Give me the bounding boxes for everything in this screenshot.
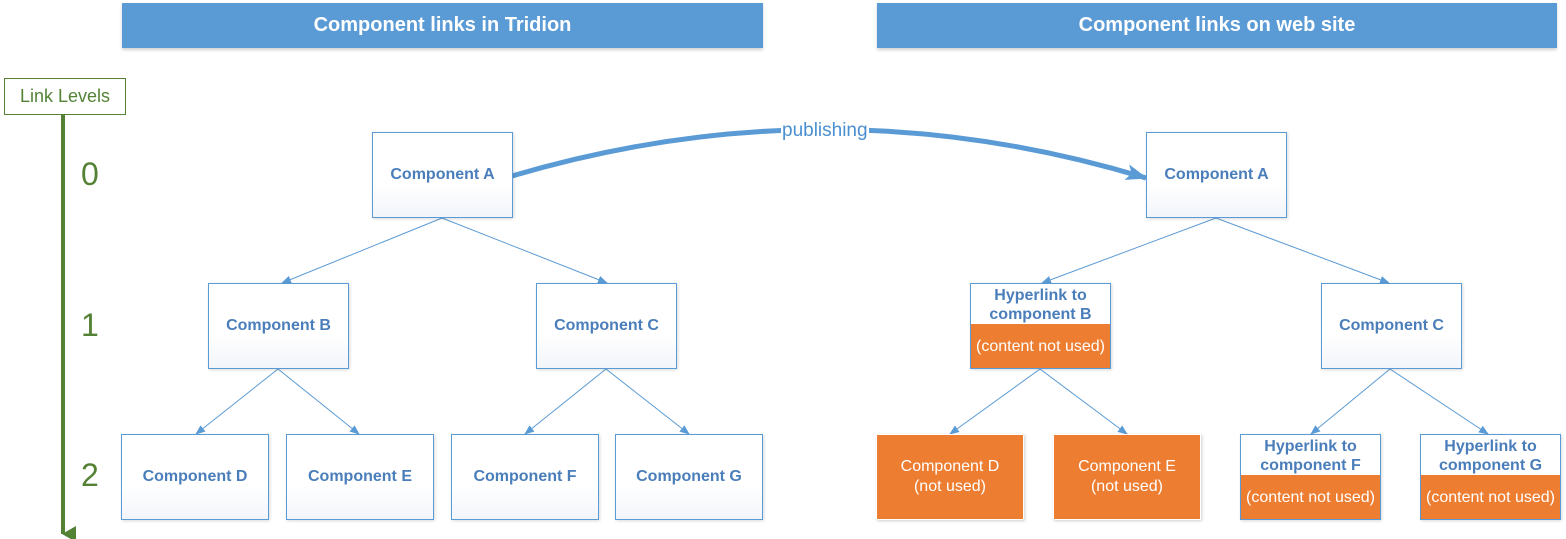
left-component-e: Component E	[286, 434, 434, 520]
right-hyperlink-b: Hyperlink to component B (content not us…	[970, 283, 1111, 369]
hyperlink-b-note: (content not used)	[971, 324, 1110, 368]
link-levels-label: Link Levels	[4, 78, 126, 115]
level-1-label: 1	[81, 307, 99, 343]
hyperlink-f-text: Hyperlink to component F	[1260, 438, 1361, 474]
right-component-e-not-used: Component E (not used)	[1053, 434, 1201, 520]
hyperlink-g-note: (content not used)	[1421, 475, 1560, 519]
connector-rb-re	[1039, 368, 1128, 435]
connector-a-b	[281, 217, 443, 284]
left-component-g: Component G	[615, 434, 763, 520]
connector-c-f	[524, 368, 607, 435]
connector-b-e	[277, 368, 360, 435]
right-component-d-not-used: Component D (not used)	[876, 434, 1024, 520]
connector-ra-rc	[1215, 217, 1390, 284]
left-component-a: Component A	[372, 132, 513, 218]
connector-c-g	[605, 368, 690, 435]
connector-rc-rg	[1389, 368, 1489, 435]
left-component-b: Component B	[208, 283, 349, 369]
publishing-label: publishing	[781, 120, 869, 142]
left-component-f: Component F	[451, 434, 599, 520]
connector-rc-rf	[1310, 368, 1391, 435]
right-component-c: Component C	[1321, 283, 1462, 369]
connector-b-d	[195, 368, 279, 435]
right-section-header: Component links on web site	[877, 3, 1557, 48]
connector-a-c	[441, 217, 608, 284]
connector-rb-rd	[949, 368, 1041, 435]
left-section-header: Component links in Tridion	[122, 3, 763, 48]
hyperlink-b-text: Hyperlink to component B	[989, 287, 1092, 323]
left-component-c: Component C	[536, 283, 677, 369]
level-0-label: 0	[81, 156, 99, 192]
right-hyperlink-f: Hyperlink to component F (content not us…	[1240, 434, 1381, 520]
left-component-d: Component D	[121, 434, 269, 520]
right-component-a: Component A	[1146, 132, 1287, 218]
hyperlink-f-note: (content not used)	[1241, 475, 1380, 519]
hyperlink-g-text: Hyperlink to component G	[1438, 438, 1543, 474]
level-2-label: 2	[81, 457, 99, 493]
connector-ra-rb	[1041, 217, 1217, 284]
right-hyperlink-g: Hyperlink to component G (content not us…	[1420, 434, 1561, 520]
